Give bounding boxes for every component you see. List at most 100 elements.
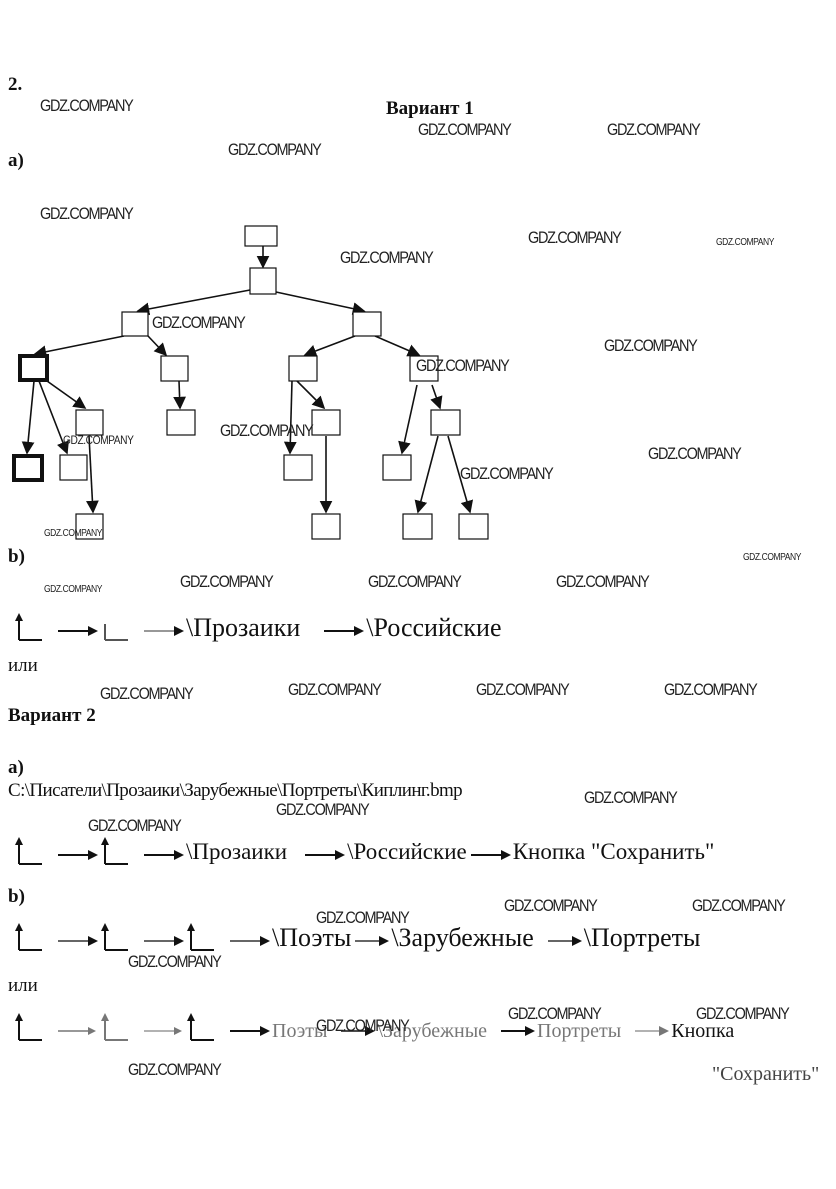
- variant2-part-a: а): [8, 757, 24, 778]
- tree-node: [59, 454, 88, 481]
- parent-folder-icon: [14, 1012, 44, 1042]
- watermark: GDZ.COMPANY: [528, 228, 622, 247]
- arrow-right-icon: [305, 850, 346, 860]
- path-segment: \Прозаики: [186, 613, 301, 642]
- watermark: GDZ.COMPANY: [128, 1060, 222, 1079]
- parent-folder-icon: [100, 922, 130, 952]
- arrow-right-icon: [144, 1027, 182, 1035]
- parent-folder-icon: [186, 1012, 216, 1042]
- watermark: GDZ.COMPANY: [316, 908, 410, 927]
- tree-node: [311, 513, 341, 540]
- tree-node: [382, 454, 412, 481]
- tree-node: [409, 355, 439, 382]
- watermark: GDZ.COMPANY: [460, 464, 554, 483]
- or-label: или: [8, 655, 38, 676]
- variant1-title: Вариант 1: [386, 98, 474, 119]
- arrow-right-icon: [58, 936, 98, 946]
- tree-edge: [414, 435, 439, 514]
- path-segment: \Российские: [347, 839, 467, 864]
- tree-edge: [303, 335, 356, 358]
- watermark: GDZ.COMPANY: [180, 572, 274, 591]
- path-segment: "Сохранить": [712, 1063, 820, 1085]
- parent-folder-icon: [100, 1012, 130, 1042]
- path-segment: \Поэты: [272, 923, 352, 952]
- tree-edge: [447, 435, 474, 514]
- watermark: GDZ.COMPANY: [743, 552, 801, 563]
- arrow-right-icon: [355, 936, 390, 946]
- tree-edge: [283, 380, 297, 455]
- watermark: GDZ.COMPANY: [40, 204, 134, 223]
- path-segment: Кнопка "Сохранить": [512, 839, 715, 864]
- variant2-path-b-row: \Поэты \Зарубежные \Портреты: [14, 922, 700, 952]
- tree-node: [352, 311, 382, 337]
- watermark: GDZ.COMPANY: [692, 896, 786, 915]
- arrow-right-icon: [324, 626, 365, 636]
- tree-edge: [46, 380, 87, 409]
- watermark: GDZ.COMPANY: [228, 140, 322, 159]
- watermark: GDZ.COMPANY: [648, 444, 742, 463]
- arrow-right-icon: [470, 850, 511, 860]
- watermark: GDZ.COMPANY: [100, 684, 194, 703]
- tree-edge: [374, 335, 421, 357]
- path-segment: Кнопка: [671, 1020, 735, 1042]
- tree-node: [75, 513, 104, 540]
- tree-edge: [38, 380, 69, 455]
- watermark: GDZ.COMPANY: [220, 421, 314, 440]
- arrow-right-icon: [635, 1026, 670, 1036]
- watermark: GDZ.COMPANY: [696, 1004, 790, 1023]
- watermark: GDZ.COMPANY: [716, 237, 774, 248]
- watermark: GDZ.COMPANY: [584, 788, 678, 807]
- tree-node: [75, 409, 104, 436]
- tree-node: [458, 513, 489, 540]
- tree-node: [121, 311, 149, 337]
- watermark: GDZ.COMPANY: [416, 356, 510, 375]
- tree-edge: [275, 291, 366, 315]
- tree-node: [402, 513, 433, 540]
- variant2-path-b-alt-row: Поэты \Зарубежные Портреты Кнопка: [14, 1012, 734, 1042]
- watermark: GDZ.COMPANY: [88, 816, 182, 835]
- watermark: GDZ.COMPANY: [152, 313, 246, 332]
- variant2-part-b: b): [8, 886, 25, 907]
- watermark: GDZ.COMPANY: [607, 120, 701, 139]
- path-segment: Поэты: [272, 1020, 328, 1042]
- watermark: GDZ.COMPANY: [418, 120, 512, 139]
- tree-node: [430, 409, 461, 436]
- arrow-right-icon: [341, 1026, 376, 1036]
- watermark: GDZ.COMPANY: [316, 1016, 410, 1035]
- watermark: GDZ.COMPANY: [340, 248, 434, 267]
- watermark: GDZ.COMPANY: [504, 896, 598, 915]
- watermark: GDZ.COMPANY: [604, 336, 698, 355]
- arrow-right-icon: [144, 850, 184, 860]
- tree-edge: [86, 435, 99, 514]
- tree-node: [283, 454, 313, 481]
- tree-node: [166, 409, 196, 436]
- watermark: GDZ.COMPANY: [368, 572, 462, 591]
- arrow-right-icon: [144, 626, 184, 636]
- tree-node: [160, 355, 189, 382]
- arrow-right-icon: [144, 936, 184, 946]
- arrow-right-icon: [230, 1026, 270, 1036]
- variant1-path-row: \Прозаики \Российские: [14, 612, 502, 642]
- arrow-right-icon: [547, 936, 582, 946]
- watermark: GDZ.COMPANY: [288, 680, 382, 699]
- path-segment: \Российские: [366, 613, 502, 642]
- path-segment: \Зарубежные: [391, 923, 534, 952]
- tree-node: [311, 409, 341, 436]
- arrow-right-icon: [58, 626, 98, 636]
- tree-edge: [173, 380, 186, 410]
- arrow-right-icon: [58, 850, 98, 860]
- tree-edge: [296, 380, 326, 410]
- tree-edge: [33, 335, 125, 359]
- tree-edge: [21, 380, 35, 455]
- watermark: GDZ.COMPANY: [664, 680, 758, 699]
- parent-folder-icon: [186, 922, 216, 952]
- arrow-right-icon: [501, 1026, 536, 1036]
- watermark: GDZ.COMPANY: [63, 433, 134, 447]
- arrow-right-icon: [230, 936, 270, 946]
- or-label: или: [8, 975, 38, 996]
- watermark: GDZ.COMPANY: [556, 572, 650, 591]
- arrow-right-icon: [58, 1027, 96, 1035]
- watermark: GDZ.COMPANY: [44, 528, 102, 539]
- tree-node: [249, 267, 277, 295]
- parent-folder-icon: [14, 922, 44, 952]
